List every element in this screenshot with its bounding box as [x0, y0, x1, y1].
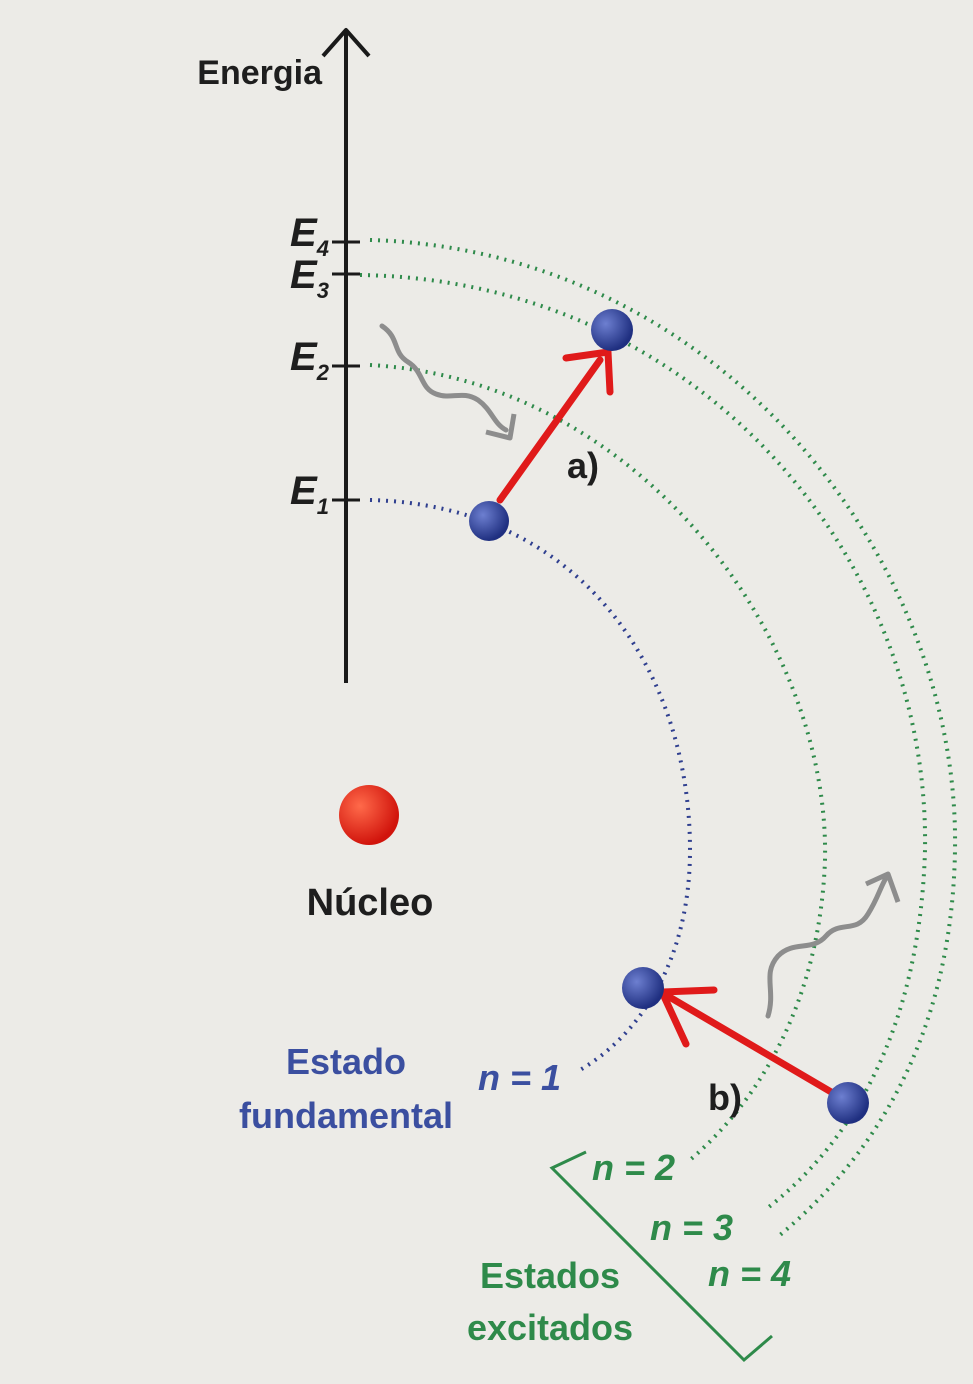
excited-states-label-line1: Estados: [480, 1255, 620, 1296]
electron-ground: [622, 967, 664, 1009]
orbit-n1: [369, 498, 693, 1072]
emitted-photon-arrowhead: [864, 871, 901, 903]
orbit-label-n2: n = 2: [592, 1147, 675, 1188]
transition-label-a: a): [567, 445, 599, 486]
level-label-e3: E3: [290, 253, 329, 303]
energy-axis-label: Energia: [197, 54, 323, 92]
electron-e3: [591, 309, 633, 351]
transition-label-b: b): [708, 1077, 742, 1118]
excited-states-label-line2: excitados: [467, 1307, 633, 1348]
orbit-label-n3: n = 3: [650, 1207, 733, 1248]
level-label-e4: E4: [290, 211, 329, 261]
orbit-label-n1: n = 1: [478, 1057, 561, 1098]
electron-e1: [469, 501, 509, 541]
incoming-photon-arrowhead: [485, 413, 517, 441]
level-label-e2: E2: [290, 335, 330, 385]
excited-states-bracket: [549, 1150, 773, 1363]
ground-state-label-line1: Estado: [286, 1041, 406, 1082]
absorption-arrowhead: [562, 347, 614, 396]
electron-excited: [827, 1082, 869, 1124]
orbit-n4: [369, 238, 958, 1237]
ground-state-label-line2: fundamental: [239, 1095, 453, 1136]
emission-arrow: [662, 991, 842, 1100]
emitted-photon-squiggle: [765, 875, 889, 1019]
nucleus: [339, 785, 399, 845]
energy-axis-arrowhead: [321, 28, 371, 58]
absorption-arrow: [496, 356, 604, 504]
incoming-photon-squiggle: [379, 323, 509, 433]
orbit-n3: [359, 273, 928, 1212]
nucleus-label: Núcleo: [307, 882, 434, 924]
level-label-e1: E1: [290, 469, 329, 519]
orbit-label-n4: n = 4: [708, 1253, 791, 1294]
